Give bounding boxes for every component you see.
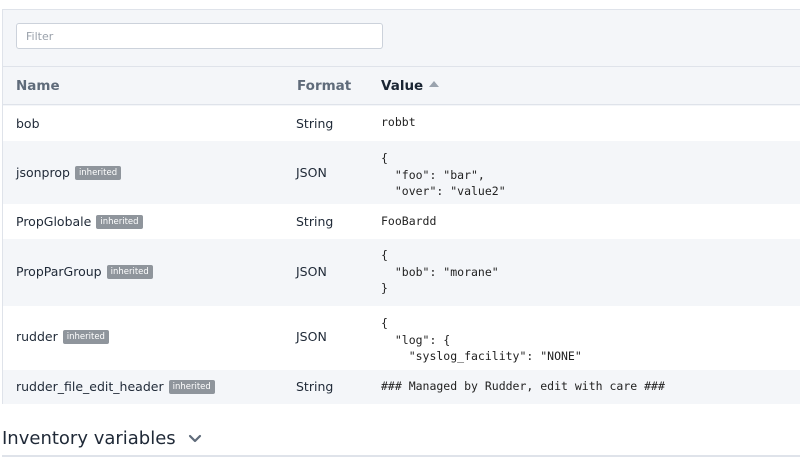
property-value: ### Managed by Rudder, edit with care ##… [381, 379, 665, 393]
property-value: { "foo": "bar", "over": "value2" [381, 151, 506, 198]
properties-panel: Name Format Value bob String robbt jsonp… [2, 9, 800, 404]
property-value: FooBardd [381, 214, 437, 228]
property-format: JSON [296, 165, 327, 180]
filter-bar [3, 10, 800, 67]
property-format: String [296, 379, 334, 394]
table-header: Name Format Value [3, 67, 800, 105]
property-value: { "log": { "syslog_facility": "NONE" [381, 316, 582, 363]
property-format: String [296, 116, 334, 131]
inherited-badge: inherited [96, 214, 143, 229]
section-title: Inventory variables [2, 428, 176, 449]
sort-ascending-icon [429, 81, 440, 87]
inherited-badge: inherited [74, 165, 122, 180]
column-header-name[interactable]: Name [16, 78, 60, 94]
inherited-badge: inherited [106, 264, 153, 279]
property-name: bob [16, 116, 40, 131]
property-format: JSON [296, 329, 327, 344]
property-value: robbt [381, 115, 416, 129]
column-header-value[interactable]: Value [381, 67, 440, 105]
filter-input[interactable] [16, 23, 383, 49]
inherited-badge: inherited [62, 329, 109, 344]
column-header-format[interactable]: Format [297, 78, 352, 94]
inherited-badge: inherited [168, 379, 215, 394]
property-format: JSON [296, 264, 327, 279]
property-format: String [296, 214, 334, 229]
property-value: { "bob": "morane" } [381, 248, 499, 295]
chevron-down-icon [188, 434, 201, 442]
inventory-variables-toggle[interactable]: Inventory variables [2, 428, 202, 449]
section-divider [2, 455, 800, 457]
table-row: bob String robbt [3, 106, 800, 141]
